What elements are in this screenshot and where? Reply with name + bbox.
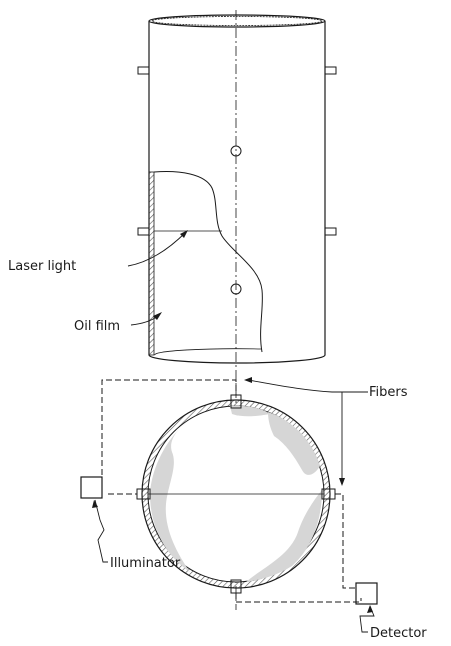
detector-box [355,582,378,605]
pipe-cross-section [136,394,336,594]
leader-lines [94,231,375,633]
oil-film-region-right-upper [268,412,320,475]
fibers-arrowhead-bottom [339,478,345,486]
oil-film-arrowhead [153,312,162,320]
laser-light-arrowhead [180,230,188,238]
pipe-tab-left-lower [137,227,150,236]
fiber-illuminator-to-top [101,379,237,484]
cutaway-edge [153,171,263,353]
illuminator-arrowhead [92,500,98,508]
illuminator-leader [94,499,108,563]
fibers-leader-bottom [341,391,368,480]
pipe-bottom-edge [148,354,326,364]
detector-leader [359,605,375,633]
fibers-label: Fibers [369,385,408,400]
pipe-side-view [137,14,337,364]
arrowheads [92,230,373,613]
illuminator-box [80,476,103,499]
fiber-bottom-to-detector [235,593,362,603]
fibers-leader-top [247,379,368,393]
oil-film-region-right-lower [246,490,322,582]
illuminator-label: Illuminator [110,556,181,571]
oil-film-region-left [150,420,190,572]
pipe-wall-section [148,171,155,356]
pipe-top-rim-inner [151,16,323,26]
laser-light-label: Laser light [8,259,76,274]
laser-light-leader [127,231,187,267]
oil-film-label: Oil film [74,319,120,334]
detector-arrowhead [367,605,373,613]
pipe-tab-left-upper [137,66,150,75]
pipe-bottom-rim-visible [154,348,263,356]
fiber-right-to-detector [335,493,356,589]
pipe-tab-right-upper [324,66,337,75]
detector-label: Detector [370,626,427,641]
pipe-tab-right-lower [324,227,337,236]
fibers-arrowhead-top [244,377,252,383]
fiber-routing [101,379,362,603]
